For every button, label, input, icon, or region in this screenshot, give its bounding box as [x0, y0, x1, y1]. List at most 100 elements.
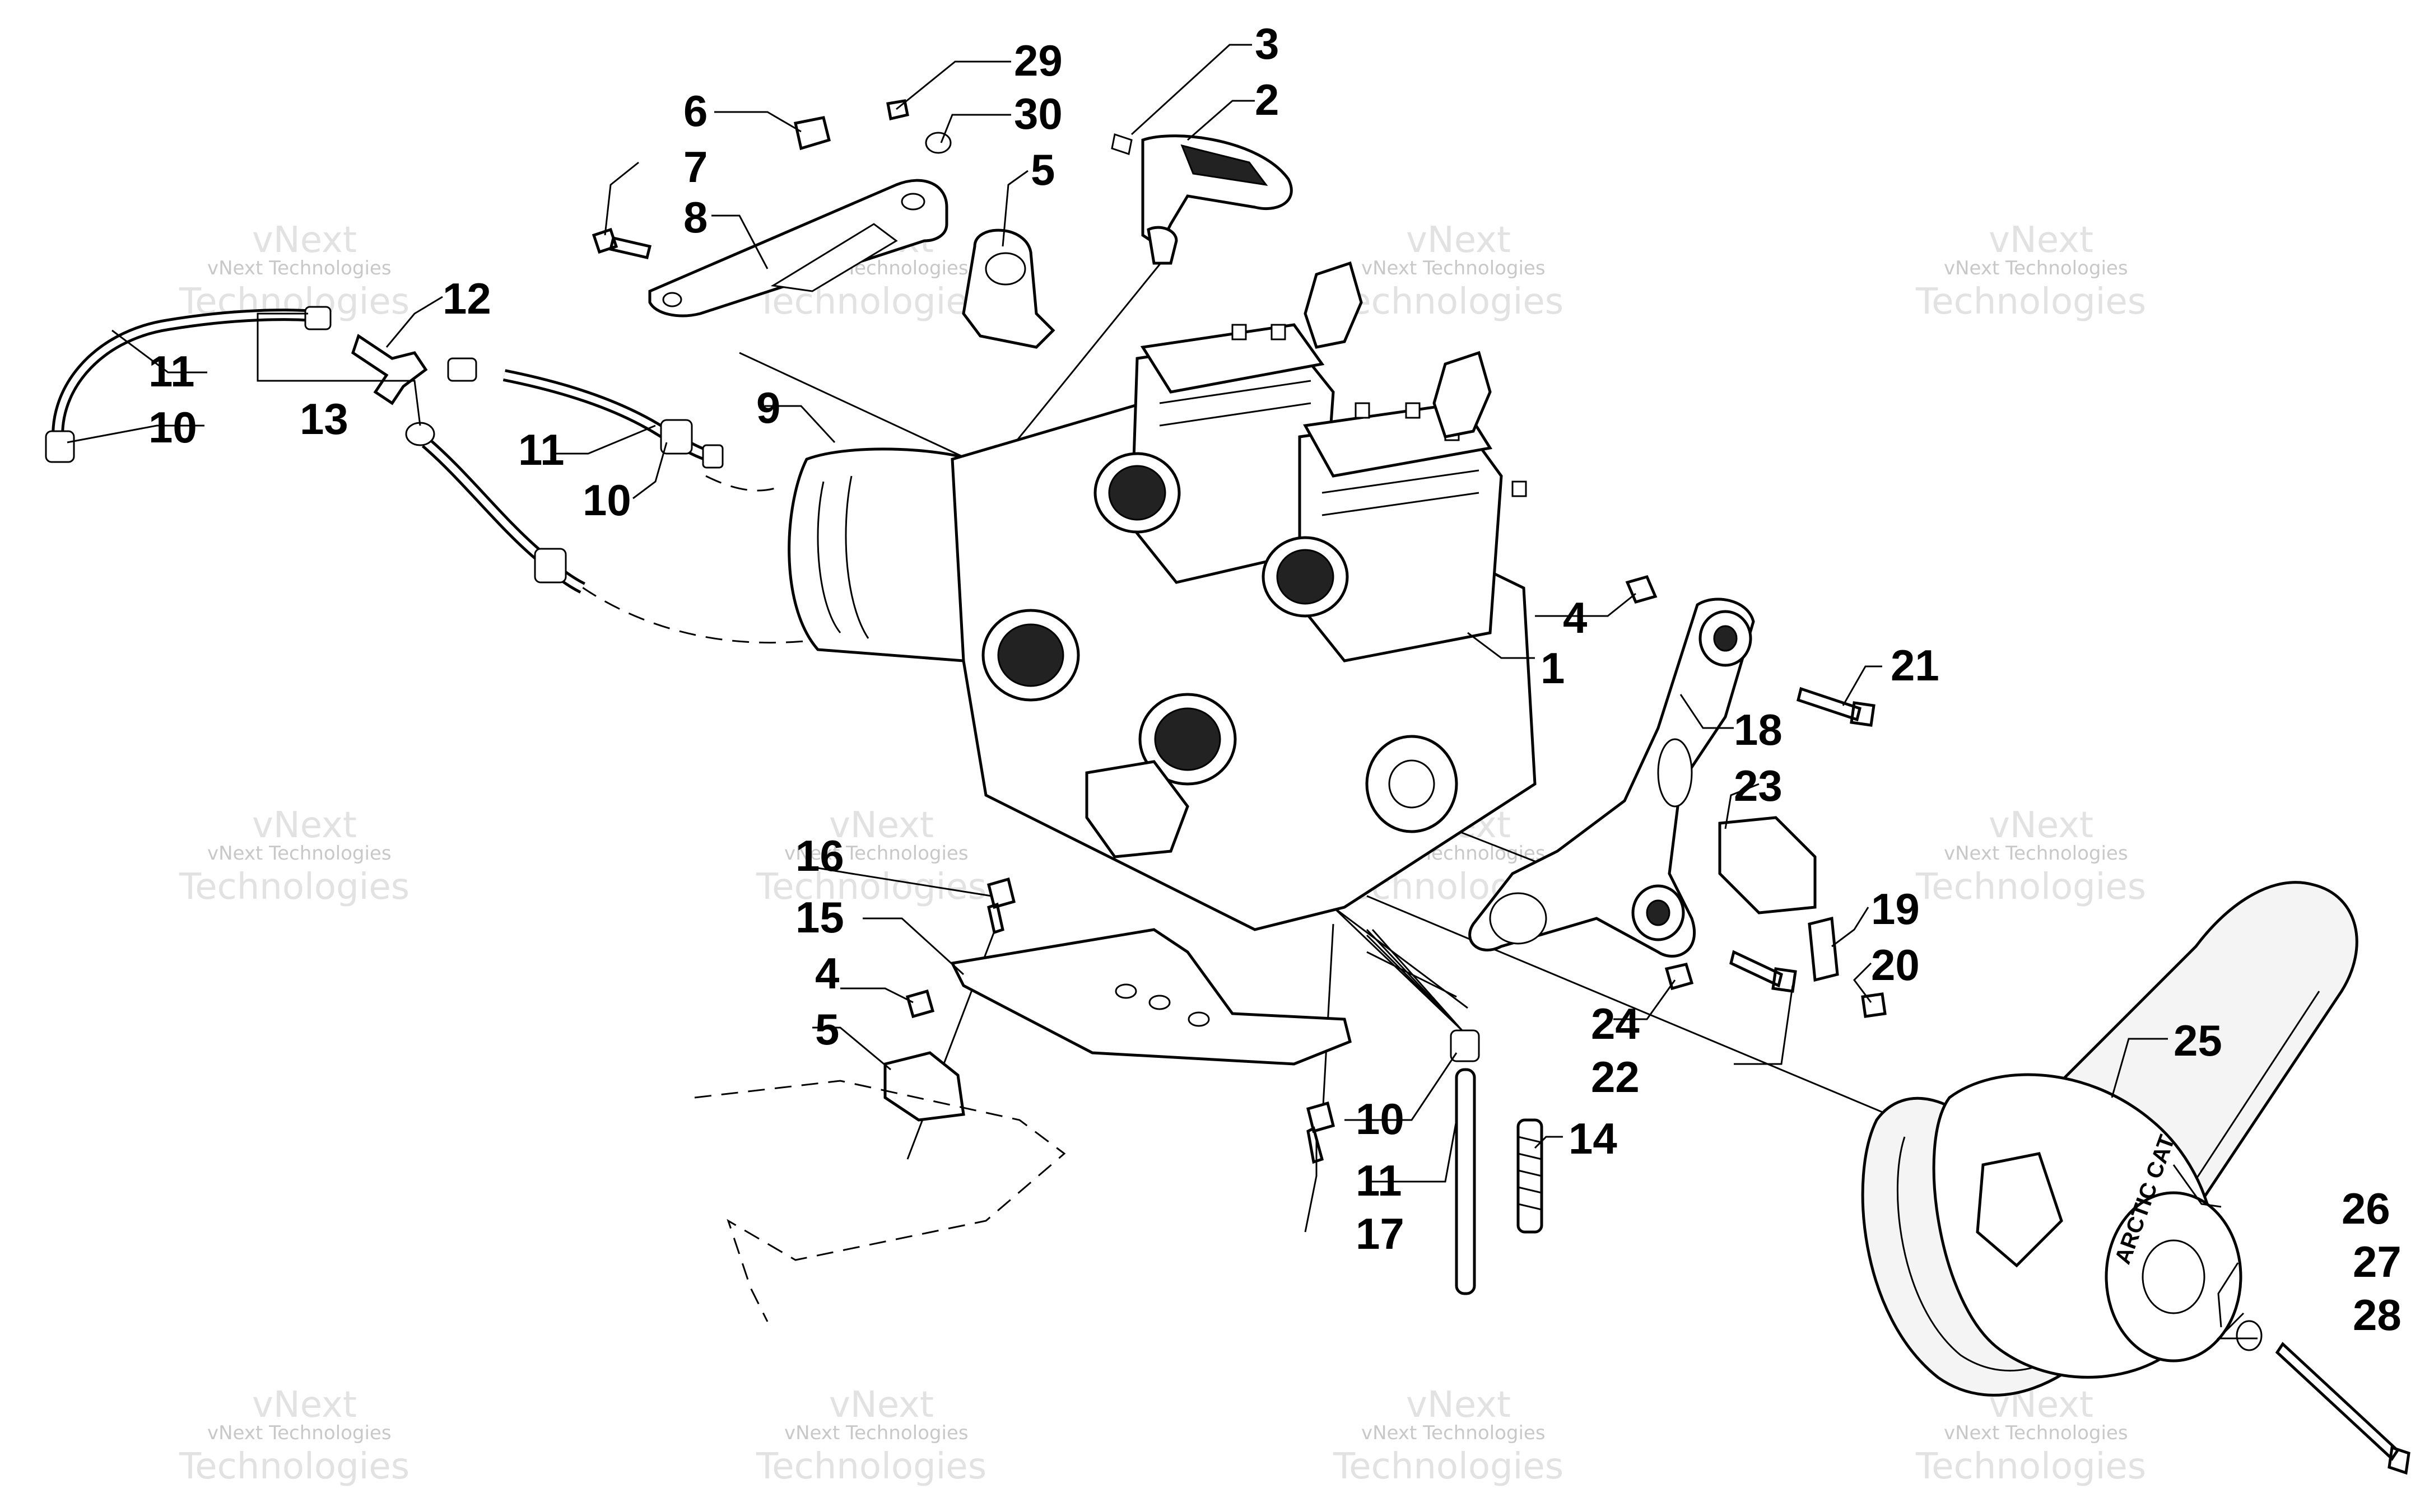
fuel-line-assembly: [45, 306, 724, 594]
chassis-phantom: [694, 1080, 1066, 1322]
callout-2: 2: [1255, 75, 1279, 124]
watermark-text-2: Technologies: [1915, 866, 2146, 908]
bolt-16: [986, 877, 1016, 935]
watermark: vNext vNext Technologies Technologies: [756, 805, 986, 908]
bolt-17: [1306, 1101, 1335, 1164]
callout-10-left: 10: [148, 403, 197, 452]
watermark: vNext vNext Technologies Technologies: [1333, 220, 1563, 323]
callout-22: 22: [1591, 1052, 1640, 1102]
rope-knot-3: [1111, 133, 1133, 155]
hose-clamp: [45, 430, 75, 463]
recoil-starter-9: [788, 447, 988, 662]
plate-slot: [1657, 738, 1693, 808]
nut-24: [1664, 963, 1694, 991]
drive-clutch-assembly: ARCTIC CAT: [1861, 881, 2410, 1475]
watermark-text-2: Technologies: [1915, 1446, 2146, 1487]
watermark-big: vNext: [1406, 220, 1511, 261]
mount-5-lower: [883, 1051, 965, 1122]
hose-fitting: [304, 306, 332, 330]
callout-4-bottom: 4: [815, 949, 839, 998]
spark-plug-boot-right: [1432, 351, 1492, 438]
oil-pump: [1085, 760, 1189, 858]
bolt-22: [1729, 950, 1797, 993]
callout-labels: 3 2 29 30 6 7 8 5 12 11 10 13 9 11 10 4 …: [148, 19, 2402, 1340]
callout-15: 15: [795, 893, 844, 942]
bracket-hole: [1115, 983, 1137, 999]
pto-shaft: [1388, 759, 1435, 809]
callout-10-mid: 10: [583, 475, 631, 525]
callout-19: 19: [1871, 884, 1920, 934]
nut-4-upper: [1625, 575, 1658, 604]
callout-17: 17: [1356, 1209, 1404, 1258]
hose-clamp: [660, 419, 693, 455]
watermark-big: vNext: [1406, 1384, 1511, 1426]
watermark-text: vNext Technologies: [207, 1422, 392, 1444]
starter-ribs: [817, 481, 841, 633]
bolt-20: [1861, 992, 1887, 1018]
mount-5-upper: [962, 228, 1055, 349]
callout-24: 24: [1591, 999, 1640, 1048]
watermark-text-2: Technologies: [756, 866, 986, 908]
callout-21: 21: [1891, 641, 1939, 690]
callout-28: 28: [2353, 1290, 2402, 1340]
watermark-big: vNext: [1989, 805, 2093, 846]
callout-12: 12: [443, 274, 491, 323]
watermark-text: vNext Technologies: [784, 842, 969, 865]
callout-11-left: 11: [148, 347, 194, 396]
watermark: vNext vNext Technologies Technologies: [179, 220, 409, 323]
handle-grip: [1180, 144, 1268, 186]
drain-hose: [1450, 1029, 1480, 1295]
bracket-hole: [901, 193, 925, 211]
exhaust-opening: [997, 623, 1064, 687]
hose-clamp: [534, 548, 567, 584]
washer-27: [2236, 1320, 2263, 1351]
bolt-7: [592, 227, 652, 259]
watermark-big: vNext: [829, 805, 934, 846]
watermark-text-2: Technologies: [1333, 281, 1563, 323]
callout-13: 13: [300, 394, 348, 444]
mount-bracket-15: [950, 928, 1352, 1066]
callout-5-bottom: 5: [815, 1005, 839, 1054]
handle-rope-end: [1147, 226, 1178, 265]
bolt-6: [794, 116, 831, 151]
watermark-text-2: Technologies: [179, 1446, 409, 1487]
clutch-hub: [2142, 1239, 2205, 1314]
intake-opening: [1108, 465, 1166, 521]
spark-plug-boot-left: [1304, 261, 1363, 349]
washer-30: [925, 132, 952, 154]
clutch-weight: [1976, 1152, 2063, 1268]
upper-mount-bracket: [592, 99, 1055, 349]
callout-25: 25: [2174, 1016, 2222, 1065]
watermark: vNext vNext Technologies Technologies: [179, 805, 409, 908]
lower-mount-bracket: [694, 877, 1352, 1322]
watermark: vNext vNext Technologies Technologies: [1915, 220, 2146, 323]
cooling-fins: [1159, 380, 1479, 516]
starter-ribs: [845, 475, 869, 639]
watermark-big: vNext: [252, 1384, 357, 1426]
callout-7: 7: [683, 142, 708, 192]
bolt-21: [1797, 687, 1876, 727]
spring-14: [1516, 1118, 1543, 1234]
watermark-text: vNext Technologies: [207, 257, 392, 279]
starter-handle-2: [1141, 134, 1293, 249]
callout-1: 1: [1541, 643, 1565, 693]
fuel-line-fitting: [447, 357, 477, 382]
watermark-big: vNext: [252, 220, 357, 261]
bracket-hole: [1188, 1011, 1210, 1027]
watermark-text-2: Technologies: [756, 1446, 986, 1487]
mount-bushing: [1646, 899, 1670, 926]
callout-16: 16: [795, 831, 844, 880]
watermark: vNext vNext Technologies Technologies: [1915, 1384, 2146, 1487]
mount-bushing: [1713, 625, 1738, 652]
watermark-text-2: Technologies: [1333, 1446, 1563, 1487]
callout-9: 9: [756, 383, 780, 432]
watermark-text: vNext Technologies: [1944, 1422, 2128, 1444]
callout-6: 6: [683, 86, 708, 136]
callout-23: 23: [1734, 761, 1783, 810]
watermark-text: vNext Technologies: [1944, 257, 2128, 279]
callout-29: 29: [1014, 36, 1063, 85]
callout-14: 14: [1569, 1114, 1617, 1163]
hose-clamp: [1450, 1029, 1480, 1062]
watermark-text: vNext Technologies: [1361, 1422, 1546, 1444]
